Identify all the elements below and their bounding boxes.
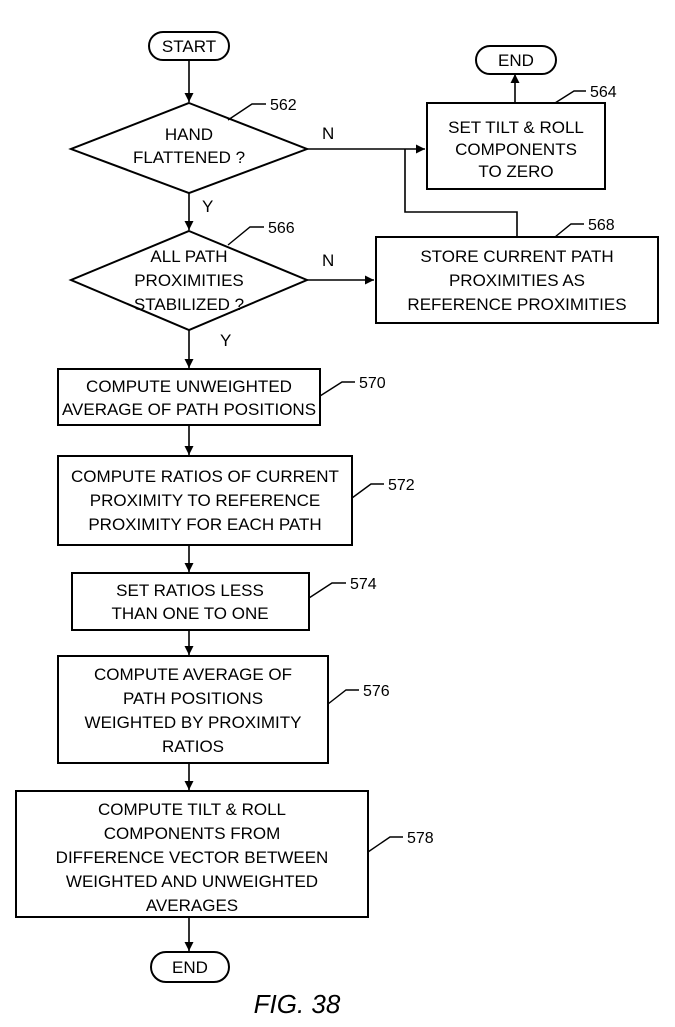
process-574-line-1: SET RATIOS LESS [116, 581, 264, 600]
process-574-line-2: THAN ONE TO ONE [111, 604, 268, 623]
process-576: COMPUTE AVERAGE OF PATH POSITIONS WEIGHT… [57, 655, 329, 764]
figure-caption: FIG. 38 [254, 989, 341, 1019]
process-578-line-2: COMPONENTS FROM [104, 824, 281, 843]
end-terminal-top-label: END [498, 51, 534, 70]
process-564-line-3: TO ZERO [478, 162, 553, 181]
ref-572-label: 572 [388, 477, 415, 494]
start-terminal: START [148, 31, 230, 61]
ref-564-label: 564 [590, 84, 617, 101]
process-564: SET TILT & ROLL COMPONENTS TO ZERO [426, 102, 606, 190]
ref-566-leader [227, 226, 264, 246]
process-564-line-2: COMPONENTS [455, 140, 577, 159]
ref-578-leader [367, 836, 403, 853]
ref-576-label: 576 [363, 683, 390, 700]
decision-566-line-2: PROXIMITIES [134, 271, 244, 290]
process-570-line-2: AVERAGE OF PATH POSITIONS [62, 400, 316, 419]
decision-562-no-label: N [322, 124, 334, 143]
process-570-line-1: COMPUTE UNWEIGHTED [86, 377, 292, 396]
process-576-line-2: PATH POSITIONS [123, 689, 263, 708]
start-terminal-label: START [162, 37, 216, 56]
ref-564-leader [554, 90, 586, 104]
process-578-line-1: COMPUTE TILT & ROLL [98, 800, 286, 819]
ref-568-label: 568 [588, 217, 615, 234]
ref-568-leader [554, 223, 584, 238]
process-578-line-5: AVERAGES [146, 896, 238, 915]
process-572-line-3: PROXIMITY FOR EACH PATH [88, 515, 321, 534]
ref-562-label: 562 [270, 97, 297, 114]
process-578-line-4: WEIGHTED AND UNWEIGHTED [66, 872, 318, 891]
process-572: COMPUTE RATIOS OF CURRENT PROXIMITY TO R… [57, 455, 353, 546]
ref-574-leader [308, 582, 346, 599]
end-terminal-bottom-label: END [172, 958, 208, 977]
ref-570-label: 570 [359, 375, 386, 392]
decision-562-line-1: HAND [165, 125, 213, 144]
process-574: SET RATIOS LESS THAN ONE TO ONE [71, 572, 310, 631]
decision-562-line-2: FLATTENED ? [133, 148, 245, 167]
process-576-line-3: WEIGHTED BY PROXIMITY [85, 713, 302, 732]
end-terminal-bottom: END [150, 951, 230, 983]
decision-562: HAND FLATTENED ? [68, 101, 310, 195]
process-568-line-2: PROXIMITIES AS [449, 271, 585, 290]
process-576-line-1: COMPUTE AVERAGE OF [94, 665, 292, 684]
decision-562-yes-label: Y [202, 197, 213, 216]
ref-576-leader [327, 689, 359, 705]
decision-566-yes-label: Y [220, 331, 231, 350]
process-568-line-3: REFERENCE PROXIMITIES [407, 295, 626, 314]
ref-574-label: 574 [350, 576, 377, 593]
decision-566-no-label: N [322, 251, 334, 270]
process-570: COMPUTE UNWEIGHTED AVERAGE OF PATH POSIT… [57, 368, 321, 426]
process-568-line-1: STORE CURRENT PATH [420, 247, 613, 266]
process-572-line-2: PROXIMITY TO REFERENCE [90, 491, 321, 510]
ref-570-leader [319, 381, 355, 397]
end-terminal-top: END [475, 45, 557, 75]
ref-562-leader [227, 103, 266, 121]
process-572-line-1: COMPUTE RATIOS OF CURRENT [71, 467, 339, 486]
connector-568-loopback [404, 149, 518, 237]
process-564-line-1: SET TILT & ROLL [448, 118, 584, 137]
decision-566-line-3: STABILIZED ? [134, 295, 244, 314]
ref-578-label: 578 [407, 830, 434, 847]
ref-566-label: 566 [268, 220, 295, 237]
decision-566-line-1: ALL PATH [150, 247, 227, 266]
ref-572-leader [351, 483, 384, 499]
process-578: COMPUTE TILT & ROLL COMPONENTS FROM DIFF… [15, 790, 369, 918]
process-568: STORE CURRENT PATH PROXIMITIES AS REFERE… [375, 236, 659, 324]
process-578-line-3: DIFFERENCE VECTOR BETWEEN [56, 848, 329, 867]
process-576-line-4: RATIOS [162, 737, 224, 756]
decision-566: ALL PATH PROXIMITIES STABILIZED ? [68, 229, 310, 332]
